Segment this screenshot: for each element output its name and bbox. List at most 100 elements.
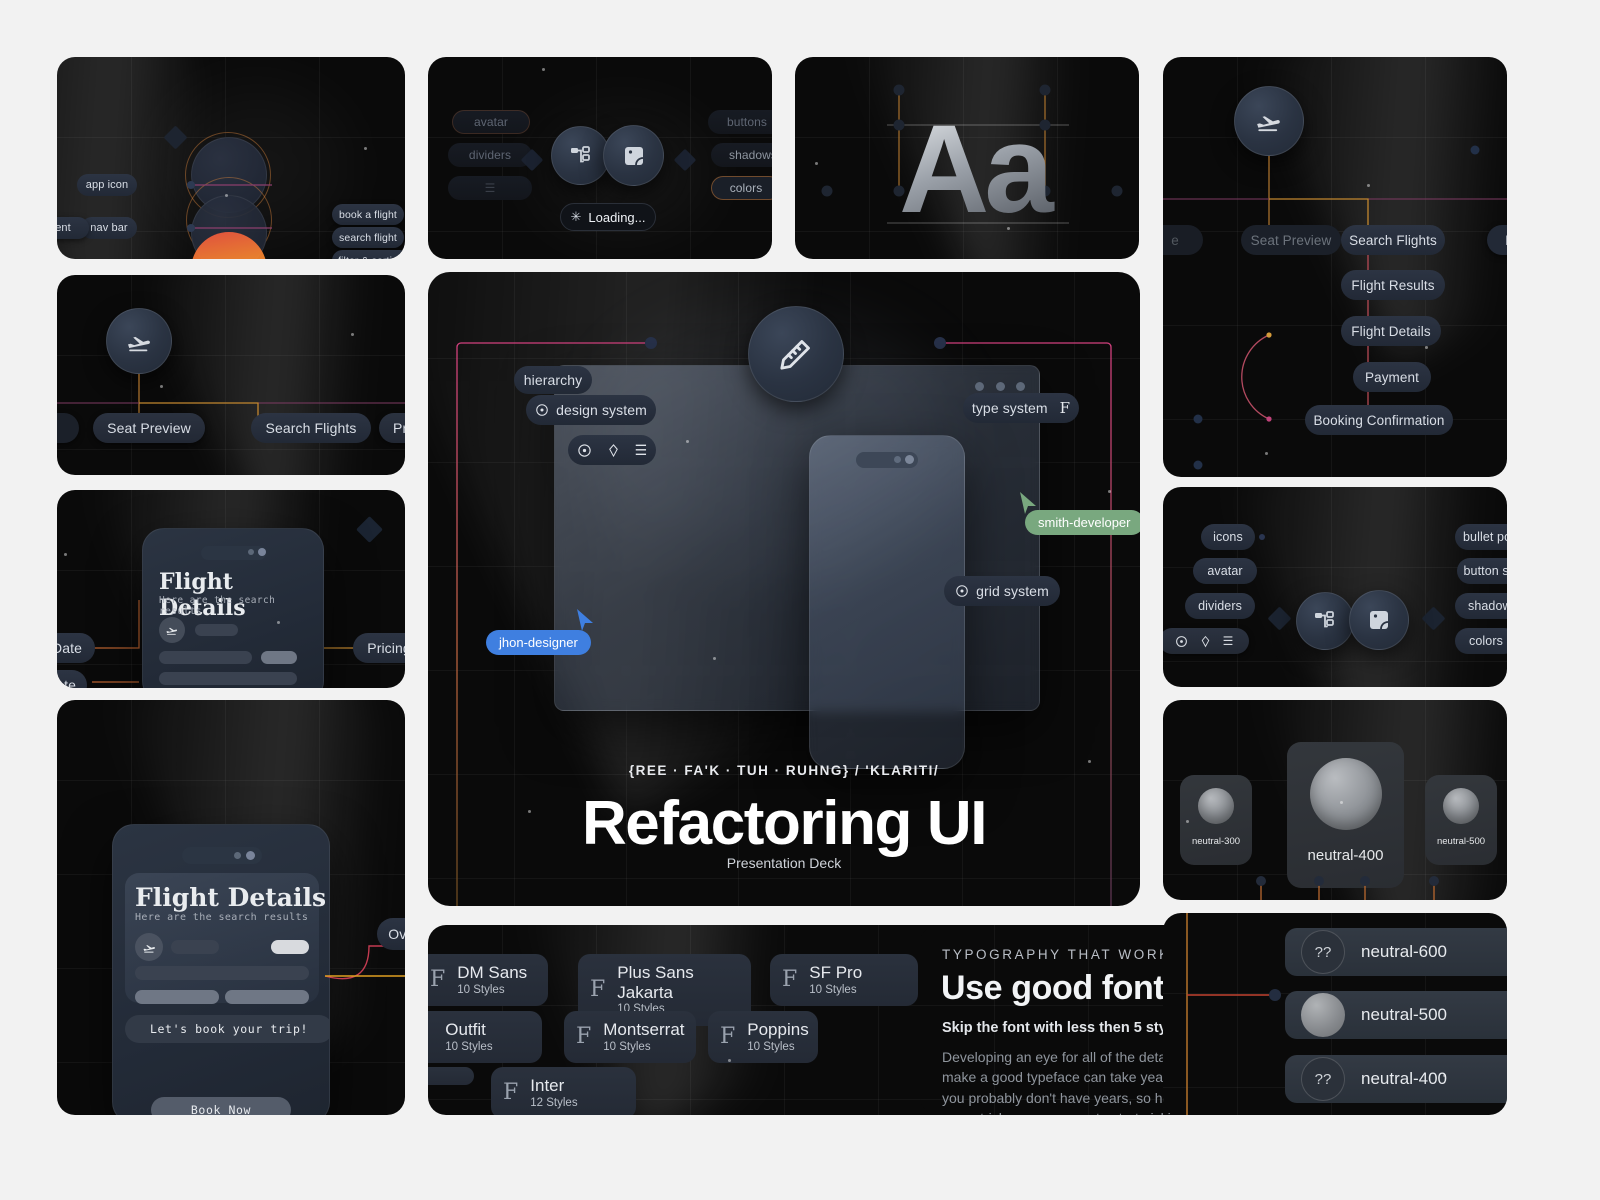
chip-button-styling[interactable]: button styling [1455,556,1507,586]
diamond-icon-left [1267,606,1292,631]
cursor-smith-developer[interactable]: smith-developer [1020,492,1140,535]
hero-toolbar[interactable]: ☰ [566,433,658,467]
chip-shadows[interactable]: shadows [711,143,772,167]
flight-details-card-panel[interactable]: Flight Details Here are the search resul… [57,490,405,688]
font-card-inter[interactable]: F Inter 12 Styles [489,1065,638,1115]
book-now-button[interactable]: Book Now [151,1097,291,1115]
chip-app-icon[interactable]: app icon [75,172,139,198]
chip-seat-preview[interactable]: Seat Preview [1241,225,1341,255]
target-icon [955,584,969,598]
chip-label: e [1171,232,1179,248]
chip-search-flights[interactable]: Search Flights [249,411,373,445]
chip-search-flights[interactable]: Search Flights [1339,223,1447,257]
chip-book-a-flight[interactable]: book a flight [330,202,405,227]
font-card-dm-sans[interactable]: F DM Sans 10 Styles [428,952,550,1009]
chip-search-flight[interactable]: search flight [330,225,405,250]
cursor-jhon-designer[interactable]: jhon-designer [486,609,593,655]
seat-preview-panel[interactable]: Seat Preview Search Flights Price Alerts [57,275,405,475]
chip-type-system[interactable]: type system F [961,391,1081,425]
neutral-swatches-panel[interactable]: neutral-300 neutral-400 neutral-500 [1163,700,1507,900]
phone-mock[interactable] [809,435,965,769]
chip-label: Pricing [367,640,405,656]
placeholder-bar [135,990,219,1004]
chip-label: colors [729,181,763,195]
chip-filter-sorting[interactable]: filter & sorting [330,248,405,259]
font-card-poppins[interactable]: F Poppins 10 Styles [706,1009,820,1066]
list-row-neutral-500[interactable]: neutral-500 [1285,991,1507,1039]
chip-bullet-points[interactable]: bullet points [1453,522,1507,552]
swatch-card-neutral-300[interactable]: neutral-300 [1180,775,1252,865]
target-icon[interactable] [577,443,592,458]
flight-details-card[interactable]: Flight Details Here are the search resul… [142,528,324,688]
chip-pricing[interactable]: Pricing [351,631,405,665]
chip-label: avatar [474,115,508,129]
chip-avatar[interactable]: avatar [1191,556,1259,586]
chip-buttons[interactable]: buttons [708,110,772,134]
chip-design-system[interactable]: design system [524,393,658,427]
chip-price-alerts[interactable]: Price Alerts [379,413,405,443]
chip-avatar[interactable]: avatar [452,110,530,134]
diamond-icon[interactable] [606,443,621,458]
loading-panel[interactable]: avatar dividers ☰ buttons shadows colors… [428,57,772,259]
chip-step-payment[interactable]: Payment [1351,360,1433,394]
list-row-neutral-600[interactable]: ?? neutral-600 [1285,928,1507,976]
chip-cut-left[interactable]: ent [57,217,89,239]
chip-toolbar-cut[interactable]: ☰ [448,176,532,200]
swatch-ball [1443,787,1479,824]
neutral-list-panel[interactable]: ?? neutral-600 neutral-500 ?? neutral-40… [1163,913,1507,1115]
components-toolbar[interactable]: ☰ [1163,628,1249,654]
list-row-neutral-400[interactable]: ?? neutral-400 [1285,1055,1507,1103]
typeface-panel[interactable]: Aa [795,57,1139,259]
placeholder-bar [271,940,309,954]
font-card-sf-pro[interactable]: F SF Pro 10 Styles [768,952,920,1009]
chip-shadows[interactable]: shadows [1453,591,1507,621]
chip-label: shadows [728,148,772,162]
menu-icon[interactable]: ☰ [634,442,648,458]
font-card-cut[interactable] [428,1065,476,1087]
chip-label: buttons [726,115,768,129]
chip-label: app icon [85,179,129,191]
chip-hierarchy[interactable]: hierarchy [512,364,594,396]
flight-details-phone[interactable]: Flight Details Here are the search resul… [112,824,330,1115]
swatch-card-neutral-500[interactable]: neutral-500 [1425,775,1497,865]
app-icon-panel[interactable]: app icon nav bar ent book a flight searc… [57,57,405,259]
font-name: Poppins [747,1020,809,1039]
chip-dividers[interactable]: dividers [448,143,532,167]
swatch-card-neutral-400[interactable]: neutral-400 [1287,742,1404,888]
chip-cut-left[interactable] [57,413,79,443]
chip-colors[interactable]: colors [711,176,772,200]
chip-step-booking-confirmation[interactable]: Booking Confirmation [1303,403,1455,437]
camera-dot-1 [894,456,901,463]
chip-grid-system[interactable]: grid system [942,574,1062,608]
menu-icon[interactable]: ☰ [1222,634,1234,648]
chip-flow-cut-left[interactable]: e [1163,225,1203,255]
diamond-icon[interactable] [1199,635,1212,648]
hero-cover-panel[interactable]: hierarchy design system type system F gr… [428,272,1140,906]
camera-dot-2 [905,455,914,464]
swatch-label: neutral-300 [1191,835,1241,847]
chip-seat-preview[interactable]: Seat Preview [93,413,205,443]
chip-icons[interactable]: icons [1199,522,1257,552]
chip-step-flight-details[interactable]: Flight Details [1339,314,1443,348]
ui-components-panel[interactable]: icons avatar dividers ☰ bullet poi [1163,487,1507,687]
flight-details-phone-panel[interactable]: Flight Details Here are the search resul… [57,700,405,1115]
chip-overlapped[interactable]: Overlapped [375,916,405,952]
chip-price-alerts[interactable]: Price A [1487,225,1507,255]
book-now-label: Book Now [190,1103,252,1115]
font-card-outfit[interactable]: F Outfit 10 Styles [428,1009,544,1066]
chip-step-flight-results[interactable]: Flight Results [1339,268,1447,302]
chip-nav-bar[interactable]: nav bar [79,215,139,241]
font-card-montserrat[interactable]: F Montserrat 10 Styles [562,1009,698,1066]
flight-flow-panel[interactable]: e Seat Preview Search Flights Price A Fl… [1163,57,1507,477]
image-icon [603,125,664,186]
chip-date[interactable]: Date [57,631,97,665]
loading-label: Loading... [588,209,646,225]
font-glyph-icon: F [720,1024,736,1050]
chip-label: book a flight [339,208,397,221]
cta-button[interactable]: Let's book your trip! [125,1015,329,1043]
target-icon[interactable] [1175,635,1188,648]
diamond-icon [163,125,188,150]
chip-dividers[interactable]: dividers [1183,591,1257,621]
chip-rate[interactable]: Rate [57,668,89,688]
chip-colors[interactable]: colors [1453,626,1507,656]
